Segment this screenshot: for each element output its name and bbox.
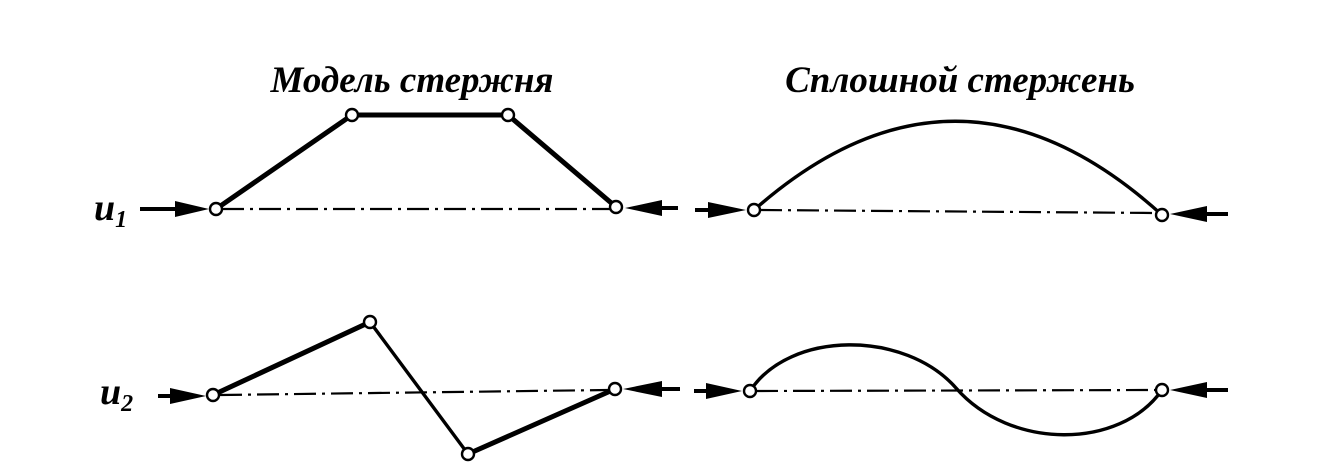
mode1-model-hinge-3 xyxy=(500,107,516,123)
mode1-model-right-arrow-icon xyxy=(625,200,662,216)
mode-label-u1-sub: 1 xyxy=(115,207,127,233)
mode-label-u2-sub: 2 xyxy=(120,391,133,417)
mode2-model-rod-segment-3 xyxy=(465,386,618,457)
mode2-model-hinge-right xyxy=(607,381,623,397)
mode2-model-rod-segment-1 xyxy=(210,319,373,398)
mode2-model-right-arrow-icon xyxy=(623,381,662,397)
mode1-solid-right-arrow-icon xyxy=(1170,206,1207,222)
mode2-solid-right-arrow-icon xyxy=(1170,382,1207,398)
mode1-model-left-arrow-icon xyxy=(175,201,209,217)
mode2-solid xyxy=(694,343,1228,437)
mode-label-u1: u1 xyxy=(94,187,127,233)
mode2-solid-left-arrow-icon xyxy=(706,383,742,399)
mode1-model-hinge-right xyxy=(608,199,624,215)
mode2-solid-curve xyxy=(748,343,1164,437)
mode2-model-left-arrow-icon xyxy=(170,388,206,404)
mode2-solid-hinge-right xyxy=(1154,382,1170,398)
mode-label-u2-main: u xyxy=(100,371,121,413)
mode2-model-hinge-left xyxy=(205,387,221,403)
mode1-model-rod xyxy=(213,112,619,212)
mode2-solid-hinge-left xyxy=(742,383,758,399)
mode1-solid-axis xyxy=(759,208,1157,215)
mode1-solid-left-arrow-icon xyxy=(708,202,746,218)
mode1-solid-curve xyxy=(752,119,1164,217)
mode2-model xyxy=(158,314,680,462)
solid-title: Сплошной стержень xyxy=(785,60,1135,101)
mode1-solid xyxy=(695,119,1228,223)
mode-label-u1-main: u xyxy=(94,187,115,229)
mode1-model-hinge-left xyxy=(208,201,224,217)
mode1-model-hinge-2 xyxy=(344,107,360,123)
mode2-model-axis xyxy=(219,388,609,397)
mode1-solid-hinge-left xyxy=(746,202,762,218)
mode1-model xyxy=(140,107,678,217)
model-title: Модель стержня xyxy=(270,60,554,101)
mode-label-u2: u2 xyxy=(100,371,133,417)
mode2-model-rod-segment-2 xyxy=(368,320,470,456)
mode2-model-hinge-3 xyxy=(460,446,476,462)
mode1-solid-hinge-right xyxy=(1154,207,1170,223)
mode2-model-hinge-2 xyxy=(362,314,378,330)
